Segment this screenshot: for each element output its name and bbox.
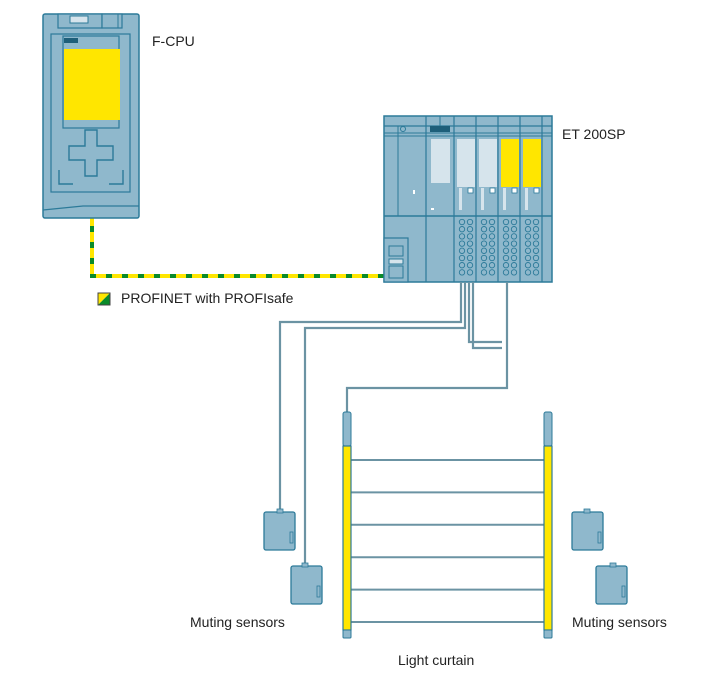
terminal-icon <box>532 247 540 254</box>
terminal-icon <box>480 262 488 269</box>
terminal-icon <box>466 269 474 276</box>
terminal-icon <box>466 262 474 269</box>
terminal-icon <box>458 226 466 233</box>
terminal-icon <box>502 254 510 262</box>
terminal-icon <box>458 247 466 254</box>
terminal-icon <box>532 269 540 276</box>
terminal-icon <box>502 262 510 269</box>
muting-sensors-left-label: Muting sensors <box>190 614 285 630</box>
muting-sensor-left-2[interactable] <box>290 562 323 605</box>
terminal-icon <box>532 218 540 226</box>
cpu-display <box>64 49 120 120</box>
terminal-icon <box>458 269 466 276</box>
et200sp-label: ET 200SP <box>562 126 626 142</box>
profinet-legend-label: PROFINET with PROFIsafe <box>121 290 294 306</box>
f-module-2 <box>523 139 541 187</box>
terminal-icon <box>480 269 488 276</box>
terminal-icon <box>502 218 510 226</box>
terminal-icon <box>502 247 510 254</box>
light-curtain-emitter <box>342 411 352 639</box>
terminal-icon <box>466 247 474 254</box>
light-curtain-label: Light curtain <box>398 652 475 668</box>
terminal-icon <box>480 233 488 240</box>
terminal-icon <box>510 218 518 226</box>
terminal-icon <box>480 218 488 226</box>
cpu-navigation-cross <box>68 129 114 177</box>
terminal-icon <box>480 247 488 254</box>
et200sp-device[interactable] <box>383 115 553 283</box>
terminal-icon <box>488 218 496 226</box>
terminal-icon <box>502 226 510 233</box>
terminal-icon <box>502 233 510 240</box>
terminal-icon <box>488 262 496 269</box>
terminal-icon <box>532 262 540 269</box>
terminal-icon <box>488 226 496 233</box>
terminal-icon <box>502 240 510 247</box>
terminal-icon <box>524 218 532 226</box>
terminal-icon <box>458 262 466 269</box>
terminal-icon <box>466 240 474 247</box>
terminal-icon <box>524 240 532 247</box>
light-curtain[interactable] <box>342 411 553 639</box>
terminal-icon <box>502 269 510 276</box>
muting-sensors-right-label: Muting sensors <box>572 614 667 630</box>
terminal-icon <box>488 269 496 276</box>
profinet-cable <box>90 210 384 278</box>
terminal-icon <box>488 254 496 262</box>
terminal-icon <box>524 226 532 233</box>
terminal-icon <box>510 226 518 233</box>
terminal-icon <box>466 226 474 233</box>
terminal-icon <box>458 218 466 226</box>
terminal-icon <box>524 233 532 240</box>
terminal-icon <box>510 254 518 262</box>
terminal-icon <box>480 226 488 233</box>
terminal-icon <box>510 262 518 269</box>
f-cpu-device[interactable] <box>42 13 140 219</box>
muting-sensor-right-1[interactable] <box>571 508 604 551</box>
terminal-icon <box>532 254 540 262</box>
profisafe-legend-icon <box>97 292 111 306</box>
terminal-icon <box>458 240 466 247</box>
terminal-icon <box>466 254 474 262</box>
terminal-icon <box>510 233 518 240</box>
terminal-icon <box>510 247 518 254</box>
terminal-icon <box>480 240 488 247</box>
terminal-icon <box>488 247 496 254</box>
terminal-icon <box>480 254 488 262</box>
terminal-icon <box>458 233 466 240</box>
terminal-icon <box>524 254 532 262</box>
terminal-icon <box>532 233 540 240</box>
terminal-icon <box>532 240 540 247</box>
terminal-icon <box>466 218 474 226</box>
terminal-icon <box>510 240 518 247</box>
muting-sensor-left-1[interactable] <box>263 508 296 551</box>
terminal-icon <box>524 262 532 269</box>
terminal-icon <box>466 233 474 240</box>
muting-sensor-right-2[interactable] <box>595 562 628 605</box>
terminal-icon <box>532 226 540 233</box>
terminal-icon <box>488 233 496 240</box>
f-module-1 <box>501 139 519 187</box>
sensor-cables <box>278 282 509 566</box>
light-curtain-receiver <box>543 411 553 639</box>
terminal-icon <box>458 254 466 262</box>
terminal-icon <box>524 269 532 276</box>
terminal-icon <box>510 269 518 276</box>
terminal-icon <box>488 240 496 247</box>
terminal-icon <box>524 247 532 254</box>
f-cpu-label: F-CPU <box>152 33 195 49</box>
